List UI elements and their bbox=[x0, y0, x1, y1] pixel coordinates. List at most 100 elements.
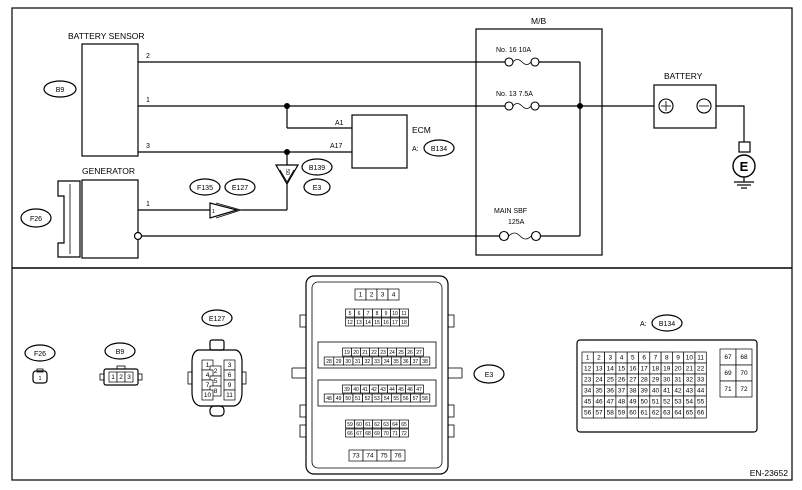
b134-pin-29: 29 bbox=[649, 373, 662, 386]
svg-text:1: 1 bbox=[38, 376, 41, 382]
battery-sensor-box bbox=[81, 43, 139, 157]
svg-text:12: 12 bbox=[584, 366, 592, 373]
svg-text:30: 30 bbox=[663, 377, 671, 384]
b134-pin-45: 45 bbox=[581, 395, 594, 408]
e3-pin-23: 23 bbox=[378, 347, 388, 357]
e3-pin-27: 27 bbox=[414, 347, 424, 357]
fuse-16 bbox=[504, 57, 540, 67]
svg-text:28: 28 bbox=[641, 377, 649, 384]
svg-text:11: 11 bbox=[226, 392, 233, 399]
svg-text:73: 73 bbox=[352, 453, 360, 460]
svg-text:41: 41 bbox=[362, 387, 368, 393]
b134-pin-47: 47 bbox=[604, 395, 617, 408]
svg-text:2: 2 bbox=[370, 292, 374, 299]
b134-pin-25: 25 bbox=[604, 373, 617, 386]
connector-f26-tag: F26 bbox=[20, 208, 52, 228]
e3-pin-14: 14 bbox=[363, 317, 373, 327]
e127-pin-9: 9 bbox=[223, 379, 236, 391]
e127-pin-11: 11 bbox=[223, 389, 236, 401]
b134-pin-26: 26 bbox=[615, 373, 628, 386]
svg-text:69: 69 bbox=[724, 370, 732, 377]
b9-pin-3: 3 bbox=[124, 371, 134, 383]
e3-pin-61: 61 bbox=[363, 419, 373, 429]
e3-pin-38: 38 bbox=[419, 356, 431, 366]
e3-pin-35: 35 bbox=[391, 356, 402, 366]
b134-pin-39: 39 bbox=[638, 384, 651, 397]
b134-pin-65: 65 bbox=[683, 406, 696, 419]
wire-2-num: 2 bbox=[146, 53, 150, 60]
svg-text:F26: F26 bbox=[30, 216, 42, 223]
b134-pin-32: 32 bbox=[683, 373, 696, 386]
svg-text:5: 5 bbox=[349, 311, 352, 317]
svg-text:38: 38 bbox=[422, 359, 428, 365]
e3-pin-43: 43 bbox=[378, 384, 388, 394]
ecm-pin-a1: A1 bbox=[335, 120, 344, 127]
svg-text:11: 11 bbox=[401, 311, 406, 317]
svg-text:65: 65 bbox=[401, 422, 407, 428]
e3-pin-11: 11 bbox=[399, 308, 409, 318]
svg-text:19: 19 bbox=[663, 366, 671, 373]
svg-text:28: 28 bbox=[326, 359, 332, 365]
svg-text:40: 40 bbox=[353, 387, 359, 393]
b134-pin-70: 70 bbox=[735, 364, 753, 382]
e3-pin-49: 49 bbox=[333, 393, 344, 403]
svg-text:67: 67 bbox=[724, 354, 732, 361]
b134-pin-34: 34 bbox=[581, 384, 594, 397]
junction-dot-3 bbox=[577, 103, 583, 109]
svg-text:18: 18 bbox=[652, 366, 660, 373]
svg-text:34: 34 bbox=[384, 359, 390, 365]
svg-text:26: 26 bbox=[618, 377, 626, 384]
e3-pin-42: 42 bbox=[369, 384, 379, 394]
fuse-13 bbox=[504, 101, 540, 111]
e3-pin-8: 8 bbox=[372, 308, 382, 318]
svg-text:1: 1 bbox=[206, 362, 210, 369]
b134-pin-61: 61 bbox=[638, 406, 651, 419]
e3-pin-5: 5 bbox=[345, 308, 355, 318]
svg-text:26: 26 bbox=[407, 350, 413, 356]
generator-box bbox=[81, 179, 139, 259]
svg-text:74: 74 bbox=[366, 453, 374, 460]
connector-e3-symbol bbox=[209, 202, 240, 219]
e3-pin-17: 17 bbox=[390, 317, 400, 327]
svg-text:17: 17 bbox=[641, 366, 649, 373]
b134-pin-6: 6 bbox=[638, 351, 651, 364]
b134-pin-16: 16 bbox=[626, 362, 639, 375]
svg-text:72: 72 bbox=[740, 386, 748, 393]
connector-f135-tag: F135 bbox=[189, 178, 221, 196]
e3-pin-66: 66 bbox=[345, 428, 355, 438]
generator-terminal bbox=[133, 231, 143, 241]
ecm-label: ECM bbox=[412, 125, 431, 135]
e127-pin-3: 3 bbox=[223, 359, 236, 371]
b134-pin-10: 10 bbox=[683, 351, 696, 364]
svg-text:8: 8 bbox=[214, 388, 218, 395]
svg-text:6: 6 bbox=[228, 372, 232, 379]
e3-pin-71: 71 bbox=[390, 428, 400, 438]
svg-text:3: 3 bbox=[127, 374, 131, 381]
svg-text:56: 56 bbox=[403, 396, 409, 402]
svg-text:34: 34 bbox=[584, 388, 592, 395]
e3-pin-36: 36 bbox=[400, 356, 411, 366]
b9-pin-2: 2 bbox=[116, 371, 126, 383]
svg-text:42: 42 bbox=[371, 387, 377, 393]
svg-text:7: 7 bbox=[367, 311, 370, 317]
svg-text:75: 75 bbox=[380, 453, 388, 460]
b134-pin-46: 46 bbox=[592, 395, 605, 408]
svg-text:43: 43 bbox=[380, 387, 386, 393]
svg-text:6: 6 bbox=[642, 355, 646, 362]
wire-3-num: 3 bbox=[146, 143, 150, 150]
e3-pin-69: 69 bbox=[372, 428, 382, 438]
b134-pin-31: 31 bbox=[672, 373, 685, 386]
svg-text:15: 15 bbox=[374, 320, 380, 326]
b134-pin-35: 35 bbox=[592, 384, 605, 397]
svg-text:B9: B9 bbox=[116, 349, 125, 356]
svg-text:68: 68 bbox=[365, 431, 371, 437]
main-sbf bbox=[498, 230, 542, 242]
e3-pin-7: 7 bbox=[363, 308, 373, 318]
svg-text:76: 76 bbox=[394, 453, 402, 460]
svg-text:55: 55 bbox=[697, 399, 705, 406]
svg-text:36: 36 bbox=[607, 388, 615, 395]
svg-text:55: 55 bbox=[393, 396, 399, 402]
svg-text:64: 64 bbox=[674, 410, 682, 417]
b134-pin-60: 60 bbox=[626, 406, 639, 419]
